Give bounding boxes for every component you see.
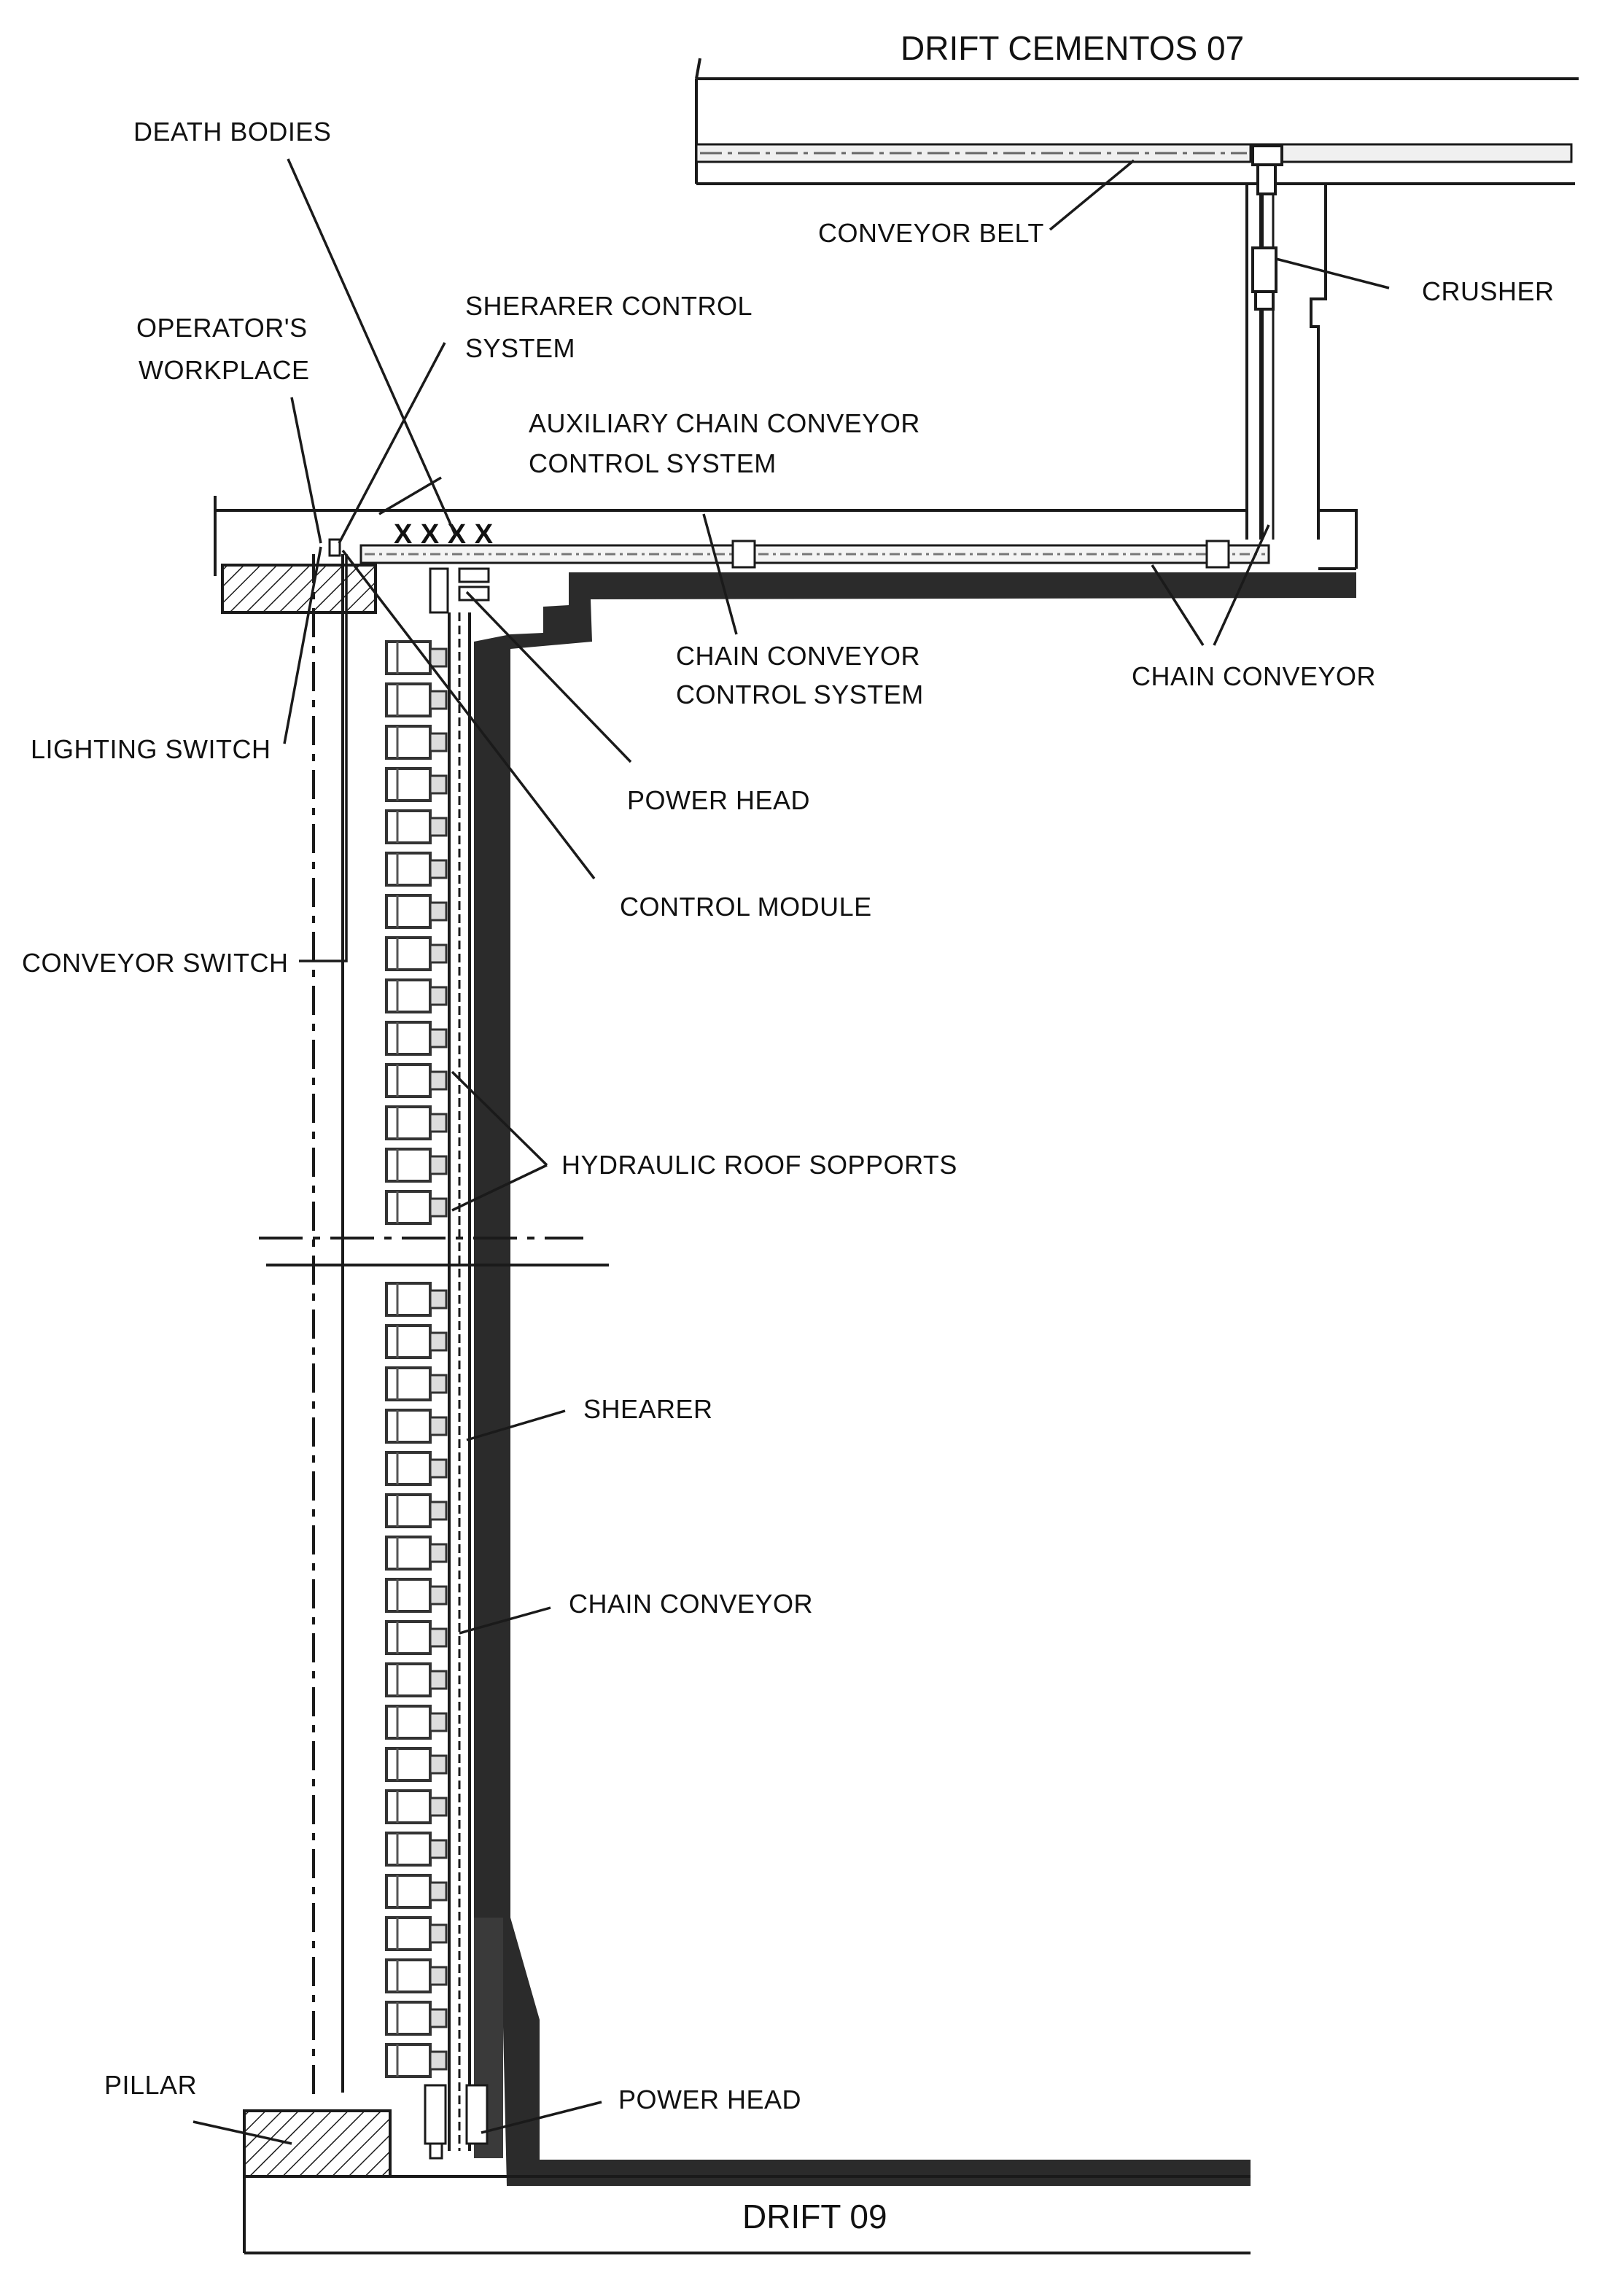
- roof-support-7: [385, 936, 448, 971]
- break-lines: [259, 1237, 609, 1266]
- labels: DRIFT CEMENTOS 07 DRIFT 09 DEATH BODIES …: [22, 29, 1555, 2235]
- roof-support-18: [385, 1451, 448, 1486]
- operator-box: [328, 538, 341, 557]
- hydraulic-roof-supports: [385, 640, 448, 2078]
- roof-support-14: [385, 1282, 448, 1317]
- label-death-bodies: DEATH BODIES: [133, 117, 331, 147]
- roof-support-8: [385, 978, 448, 1013]
- leader-lines: [192, 158, 1390, 2145]
- roof-support-20: [385, 1536, 448, 1571]
- roof-support-13: [385, 1190, 448, 1225]
- label-crusher: CRUSHER: [1422, 276, 1555, 306]
- label-shearer-control-2: SYSTEM: [465, 333, 575, 363]
- top-drift: [695, 58, 1579, 185]
- roof-support-25: [385, 1747, 448, 1782]
- crusher-column: [1245, 144, 1358, 569]
- roof-support-23: [385, 1662, 448, 1697]
- conveyor-belt: [695, 143, 1573, 163]
- roof-support-15: [385, 1324, 448, 1359]
- goaf-boundary: [312, 554, 344, 2100]
- roof-support-9: [385, 1021, 448, 1056]
- roof-support-21: [385, 1578, 448, 1613]
- roof-support-32: [385, 2043, 448, 2078]
- power-head-bottom: [424, 2084, 489, 2160]
- roof-support-31: [385, 2001, 448, 2036]
- roof-support-30: [385, 1958, 448, 1993]
- power-head-top: [429, 567, 490, 614]
- label-lighting-switch: LIGHTING SWITCH: [31, 734, 271, 764]
- roof-support-22: [385, 1620, 448, 1655]
- roof-support-1: [385, 682, 448, 717]
- label-shearer-control-1: SHERARER CONTROL: [465, 291, 752, 321]
- label-conveyor-switch: CONVEYOR SWITCH: [22, 948, 289, 978]
- roof-support-19: [385, 1493, 448, 1528]
- label-chain-conveyor-control-2: CONTROL SYSTEM: [676, 680, 924, 709]
- roof-support-3: [385, 767, 448, 802]
- roof-support-12: [385, 1148, 448, 1183]
- label-aux-conveyor-control-1: AUXILIARY CHAIN CONVEYOR: [529, 408, 920, 438]
- bottom-drift: [243, 2175, 1251, 2254]
- roof-support-28: [385, 1874, 448, 1909]
- label-chain-conveyor-face: CHAIN CONVEYOR: [569, 1589, 813, 1619]
- label-conveyor-belt: CONVEYOR BELT: [818, 218, 1044, 248]
- label-control-module: CONTROL MODULE: [620, 892, 872, 922]
- death-bodies-marks: X X X X: [394, 519, 494, 550]
- label-pillar: PILLAR: [104, 2070, 197, 2100]
- label-power-head-bottom: POWER HEAD: [618, 2085, 801, 2114]
- roof-support-6: [385, 894, 448, 929]
- roof-support-0: [385, 640, 448, 675]
- roof-support-4: [385, 809, 448, 844]
- label-operators-workplace-2: WORKPLACE: [139, 355, 310, 385]
- label-aux-conveyor-control-2: CONTROL SYSTEM: [529, 448, 777, 478]
- label-chain-conveyor-control-1: CHAIN CONVEYOR: [676, 641, 920, 671]
- label-hydraulic-roof-supports: HYDRAULIC ROOF SOPPORTS: [561, 1150, 957, 1180]
- pillar-top: [221, 564, 377, 614]
- roof-support-2: [385, 725, 448, 760]
- drift-bottom-title: DRIFT 09: [742, 2198, 887, 2235]
- roof-support-24: [385, 1705, 448, 1740]
- roof-support-27: [385, 1832, 448, 1867]
- label-chain-conveyor-top: CHAIN CONVEYOR: [1132, 661, 1376, 691]
- roof-support-17: [385, 1409, 448, 1444]
- label-power-head-top: POWER HEAD: [627, 785, 810, 815]
- pillar-bottom: [243, 2109, 392, 2178]
- roof-support-10: [385, 1063, 448, 1098]
- gallery-chain-conveyor: [359, 540, 1270, 569]
- drift-top-title: DRIFT CEMENTOS 07: [901, 29, 1244, 67]
- label-operators-workplace-1: OPERATOR'S: [136, 313, 308, 343]
- roof-support-16: [385, 1366, 448, 1401]
- roof-support-29: [385, 1916, 448, 1951]
- roof-support-11: [385, 1105, 448, 1140]
- roof-support-26: [385, 1789, 448, 1824]
- face-chain-conveyor: [448, 612, 471, 2151]
- label-shearer: SHEARER: [583, 1394, 713, 1424]
- roof-support-5: [385, 852, 448, 887]
- coal-seam: [474, 572, 1356, 2186]
